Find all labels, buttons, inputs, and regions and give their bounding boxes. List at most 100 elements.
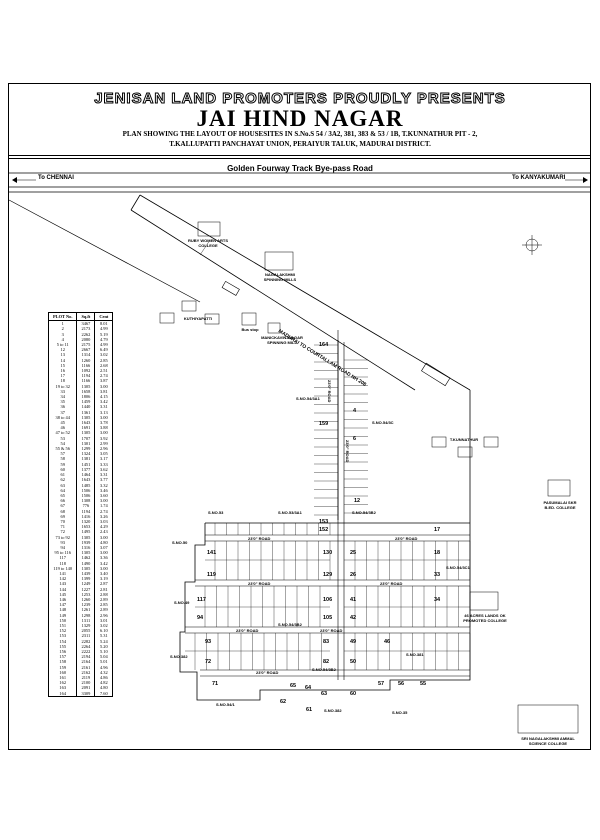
table-cell: 3.62 <box>94 466 114 473</box>
table-cell: 3.46 <box>94 487 114 493</box>
table-cell: 141 <box>47 570 78 577</box>
plot-number: 117 <box>197 597 206 603</box>
table-cell: 3.31 <box>94 404 114 410</box>
plot-number: 42 <box>350 615 357 621</box>
table-cell: 54 <box>47 440 78 447</box>
plot-grid <box>185 344 471 670</box>
table-cell: 65 <box>47 492 78 499</box>
arrow-right-icon <box>565 177 588 183</box>
table-cell: 3.03 <box>94 518 114 525</box>
table-cell: 7.60 <box>94 690 114 697</box>
layout-title: JAI HIND NAGAR <box>196 106 404 131</box>
table-cell: 53 <box>47 435 78 441</box>
table-cell: 6.49 <box>94 347 114 353</box>
table-cell: 145 <box>47 591 78 597</box>
table-cell: 2.99 <box>94 440 114 447</box>
table-cell: 3.31 <box>94 472 114 478</box>
table-cell: 60 <box>47 466 78 473</box>
plot-number: 55 <box>420 681 427 687</box>
table-cell: 2 <box>47 326 78 332</box>
landmark-nagalakshmi-mills: NAGALAKSHMI SPINNING MILLS <box>263 272 297 282</box>
table-cell: 4.80 <box>94 539 114 545</box>
table-cell: 3.78 <box>94 420 114 426</box>
table-cell: 5.24 <box>94 638 114 644</box>
table-cell: 4.15 <box>94 394 114 400</box>
table-cell: 3.42 <box>94 399 114 405</box>
table-cell: 33 <box>47 388 78 395</box>
table-cell: 95 to 116 <box>47 550 78 556</box>
table-cell: 3.26 <box>94 513 114 519</box>
table-cell: 15 <box>47 362 78 369</box>
table-cell: 143 <box>47 581 78 587</box>
table-cell: 154 <box>47 638 78 644</box>
table-cell: 3.88 <box>94 425 114 431</box>
plot-number: 63 <box>321 691 328 697</box>
table-cell: 3.02 <box>94 352 114 358</box>
table-cell: 3.05 <box>94 451 114 457</box>
plot-number: 61 <box>306 707 313 713</box>
table-cell: 155 <box>47 643 78 649</box>
plot-number: 141 <box>207 550 217 556</box>
table-cell: 5.01 <box>94 659 114 665</box>
survey-label: S.NO.382 <box>170 654 188 659</box>
table-header: PLOT No. <box>47 311 78 322</box>
table-cell: 16 <box>47 368 78 374</box>
table-cell: 146 <box>47 596 78 603</box>
landmark-sri-naga: SRI NAGALAKSHMI AMMAL SCIENCE COLLEGE <box>521 736 575 746</box>
survey-label: S.NO.54/3B2 <box>278 622 302 627</box>
table-cell: 70 <box>47 518 78 525</box>
road-label: 23'0" ROAD <box>236 628 259 633</box>
plot-number: 94 <box>197 615 204 621</box>
table-cell: 55 & 56 <box>47 446 78 452</box>
table-cell: 6.10 <box>94 628 114 634</box>
table-cell: 3.01 <box>94 617 114 623</box>
survey-label: S.NO.53 <box>208 510 224 515</box>
plan-description-line1: PLAN SHOWING THE LAYOUT OF HOUSESITES IN… <box>122 130 478 138</box>
table-cell: 66 <box>47 498 78 504</box>
plot-number: 159 <box>319 421 329 427</box>
left-diagonal-boundary <box>8 199 201 303</box>
table-cell: 64 <box>47 487 78 493</box>
map-frame <box>8 83 591 750</box>
table-cell: 3.81 <box>94 388 114 395</box>
table-cell: 37 <box>47 409 78 415</box>
plot-number: 106 <box>323 597 333 603</box>
direction-left-label: To CHENNAI <box>38 175 74 181</box>
table-cell: 4.99 <box>94 326 114 332</box>
plot-number: 119 <box>207 572 216 578</box>
landmark-pasumalai: PASUMALAI SKR B.ED. COLLEGE <box>543 500 577 510</box>
header-divider-2 <box>8 158 591 159</box>
table-cell: 14 <box>47 357 78 363</box>
table-cell: 59 <box>47 461 78 467</box>
table-cell: 156 <box>47 649 78 655</box>
survey-label: S.NO.49 <box>174 600 190 605</box>
table-cell: 144 <box>47 586 78 592</box>
table-cell: 57 <box>47 451 78 457</box>
plot-number: 60 <box>350 691 357 697</box>
survey-label: S.NO.53/3A1 <box>278 510 302 515</box>
